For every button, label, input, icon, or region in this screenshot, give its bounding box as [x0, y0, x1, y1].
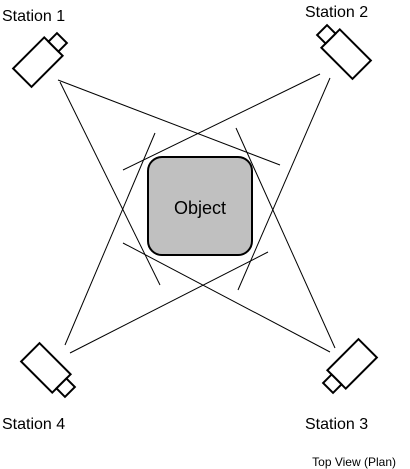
station-3-sight-lines [122, 127, 336, 353]
station-1-sight-lines [57, 79, 281, 286]
station-4-camera-icon [19, 341, 77, 399]
view-caption: Top View (Plan) [312, 455, 396, 469]
station-4-label: Station 4 [2, 416, 65, 433]
station-3-camera-icon [321, 337, 379, 395]
object-label: Object [174, 198, 226, 218]
station-3-label: Station 3 [305, 416, 368, 433]
station-1-label: Station 1 [2, 8, 65, 25]
station-4-sight-lines [64, 132, 269, 354]
station-2-label: Station 2 [305, 4, 368, 21]
station-2-camera-icon [315, 23, 373, 81]
object-box [147, 156, 253, 256]
station-1-camera-icon [11, 31, 69, 89]
station-2-sight-lines [122, 73, 331, 291]
